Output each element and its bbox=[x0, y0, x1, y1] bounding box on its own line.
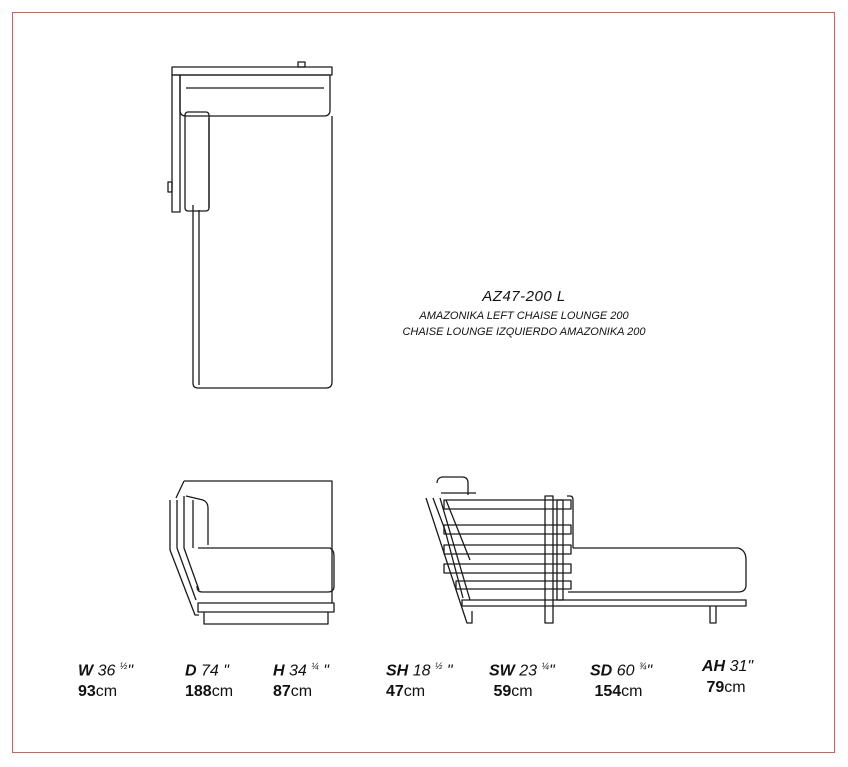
dimension-height: H 34 ¼ " 87cm bbox=[273, 661, 329, 701]
dimension-depth: D 74 " 188cm bbox=[185, 662, 234, 701]
product-code: AZ47-200 L bbox=[482, 288, 566, 305]
dimension-seat-width: SW 23 ¼" 59cm bbox=[489, 661, 555, 701]
top-view-drawing bbox=[167, 61, 333, 389]
page-frame bbox=[12, 12, 835, 753]
dimension-seat-height: SH 18 ½ " 47cm bbox=[386, 661, 453, 701]
dimension-width: W 36 ½" 93cm bbox=[78, 661, 134, 701]
side-view-drawing bbox=[425, 476, 747, 624]
dimension-seat-depth: SD 60 ¾" 154cm bbox=[590, 661, 653, 701]
product-name-spanish: CHAISE LOUNGE IZQUIERDO AMAZONIKA 200 bbox=[402, 326, 646, 338]
dimension-arm-height: AH 31" 79cm bbox=[702, 658, 754, 696]
front-view-drawing bbox=[169, 480, 335, 625]
product-name-english: AMAZONIKA LEFT CHAISE LOUNGE 200 bbox=[419, 310, 629, 322]
